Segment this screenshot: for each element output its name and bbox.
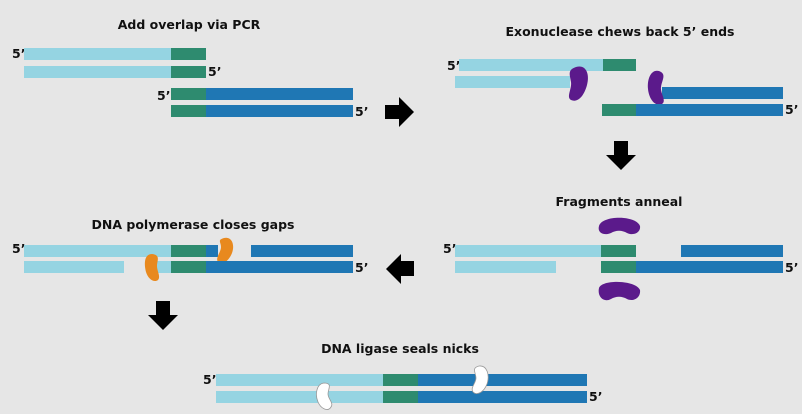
exonuclease-enzyme: [568, 66, 588, 101]
overlap-segment: [171, 245, 206, 257]
step-title: DNA polymerase closes gaps: [92, 217, 295, 232]
strand-light-blue: [24, 261, 124, 273]
strand-light-blue-chewed: [455, 76, 570, 88]
five-prime-label: 5’: [12, 241, 25, 256]
strand-light-blue: [24, 66, 171, 78]
overlap-segment: [171, 66, 206, 78]
overlap-segment: [601, 261, 636, 273]
step-ligase: DNA ligase seals nicks 5’ 5’: [203, 341, 602, 410]
overlap-segment: [383, 391, 418, 403]
strand-dark-blue: [206, 261, 353, 273]
overlap-segment: [171, 105, 206, 117]
strand-dark-blue: [251, 245, 353, 257]
strand-light-blue: [24, 48, 171, 60]
overlap-segment: [603, 59, 636, 71]
five-prime-label: 5’: [443, 241, 456, 256]
five-prime-label: 5’: [157, 88, 170, 103]
ligase-enzyme: [316, 382, 333, 410]
strand-dark-blue: [636, 104, 783, 116]
strand-light-blue: [455, 261, 556, 273]
exonuclease-enzyme: [647, 70, 664, 105]
overlap-segment: [383, 374, 418, 386]
overlap-segment: [601, 245, 636, 257]
exonuclease-enzyme: [598, 217, 641, 235]
five-prime-label: 5’: [355, 260, 368, 275]
arrow-down-icon: [606, 141, 636, 170]
strand-dark-blue-chewed: [662, 87, 783, 99]
step-exonuclease: Exonuclease chews back 5’ ends 5’ 5’: [447, 24, 798, 117]
arrow-down-icon: [148, 301, 178, 330]
overlap-segment: [171, 48, 206, 60]
five-prime-label: 5’: [447, 58, 460, 73]
five-prime-label: 5’: [785, 102, 798, 117]
five-prime-label: 5’: [12, 46, 25, 61]
step-title: DNA ligase seals nicks: [321, 341, 479, 356]
step-polymerase: DNA polymerase closes gaps 5’ 5’: [12, 217, 368, 282]
strand-light-blue: [459, 59, 603, 71]
five-prime-label: 5’: [355, 104, 368, 119]
five-prime-label: 5’: [785, 260, 798, 275]
strand-light-blue: [455, 245, 601, 257]
polymerase-enzyme: [144, 254, 160, 282]
overlap-segment: [171, 88, 206, 100]
strand-dark-blue: [418, 391, 587, 403]
strand-light-blue: [24, 245, 171, 257]
exonuclease-enzyme: [598, 281, 641, 301]
step-title: Exonuclease chews back 5’ ends: [505, 24, 734, 39]
step-anneal: Fragments anneal 5’ 5’: [443, 194, 798, 301]
overlap-segment: [171, 261, 206, 273]
strand-dark-blue: [636, 261, 783, 273]
overlap-segment: [602, 104, 636, 116]
strand-dark-blue: [206, 88, 353, 100]
ligase-enzyme: [471, 365, 489, 394]
strand-light-blue: [216, 374, 383, 386]
five-prime-label: 5’: [589, 389, 602, 404]
step-pcr: Add overlap via PCR 5’ 5’ 5’ 5’: [12, 17, 368, 119]
arrow-left-icon: [386, 254, 414, 284]
step-title: Add overlap via PCR: [118, 17, 261, 32]
strand-dark-blue-filling: [206, 245, 218, 257]
strand-dark-blue: [206, 105, 353, 117]
strand-dark-blue: [681, 245, 783, 257]
polymerase-enzyme: [217, 237, 234, 264]
step-title: Fragments anneal: [556, 194, 683, 209]
strand-dark-blue: [418, 374, 587, 386]
strand-light-blue: [216, 391, 383, 403]
arrow-right-icon: [385, 97, 414, 127]
five-prime-label: 5’: [208, 64, 221, 79]
five-prime-label: 5’: [203, 372, 216, 387]
